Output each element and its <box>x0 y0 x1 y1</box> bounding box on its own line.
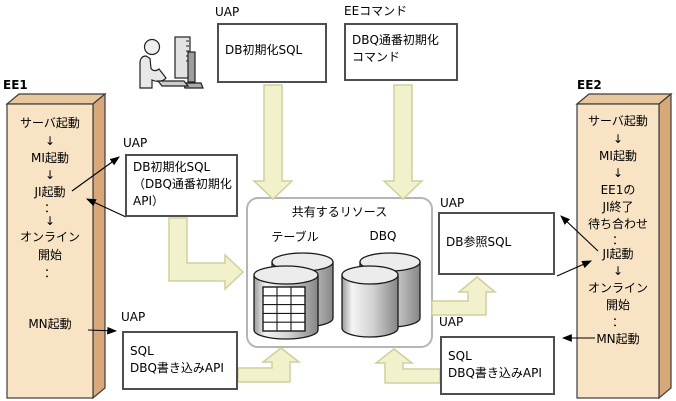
ellipsis-dots: ： <box>43 266 56 280</box>
box-line: SQL <box>448 349 472 363</box>
box-line: DBQ書き込みAPI <box>448 366 542 380</box>
box-line: SQL <box>130 344 154 358</box>
uap-box-sql-write-left: SQL DBQ書き込みAPI <box>122 331 238 390</box>
uap-box-db-ref: DB参照SQL <box>438 212 555 275</box>
shared-resources-title: 共有するリソース <box>291 205 388 219</box>
flow-arrow-dbinit-to-shared <box>252 84 294 201</box>
box-line: DBQ書き込みAPI <box>130 361 224 375</box>
down-arrow-icon: ↓ <box>44 134 56 148</box>
table-label: テーブル <box>271 230 319 244</box>
uap-label-left: UAP <box>123 136 148 150</box>
uap-label-right: UAP <box>440 196 465 210</box>
ee2-step: オンライン <box>587 281 648 295</box>
ee1-label: EE1 <box>3 78 28 92</box>
ee2-server-box <box>575 92 673 400</box>
ee-command-label: EEコマンド <box>344 4 408 18</box>
flow-arrow-sqlright-to-shared <box>373 348 441 384</box>
ee1-step: MI起動 <box>31 151 69 165</box>
ee1-server-box <box>5 92 107 400</box>
box-line: DBQ通番初期化 <box>352 33 439 47</box>
flow-arrow-sqlleft-to-shared <box>237 347 302 383</box>
ee2-label: EE2 <box>577 78 602 92</box>
ee1-step: 開始 <box>37 248 62 262</box>
ellipsis-dots: ： <box>43 201 56 215</box>
ee1-step: JI起動 <box>34 185 66 199</box>
ee2-step: 待ち合わせ <box>587 217 648 231</box>
ee2-step: EE1の <box>600 183 636 197</box>
down-arrow-icon: ↓ <box>44 214 56 228</box>
ee-command-box: DBQ通番初期化 コマンド <box>344 23 458 81</box>
arrow-uap-to-ee1-ji <box>86 198 127 218</box>
arrow-ee1-mn-to-sql <box>87 326 118 335</box>
person-at-computer-icon <box>139 36 204 89</box>
down-arrow-icon: ↓ <box>612 132 624 146</box>
down-arrow-icon: ↓ <box>612 166 624 180</box>
table-grid-icon <box>262 286 306 332</box>
uap-label-top: UAP <box>215 5 240 19</box>
flow-arrow-uapleft-to-shared <box>168 217 245 291</box>
arrow-dbref-to-ee2-ji <box>556 260 593 277</box>
dbq-label: DBQ <box>369 229 397 243</box>
box-line: API） <box>133 194 164 208</box>
ellipsis-dots: ： <box>611 233 624 247</box>
ee2-step: サーバ起動 <box>588 114 648 128</box>
arrow-ee1-ji-to-uap <box>71 156 120 192</box>
box-line: DB初期化SQL <box>133 160 211 174</box>
uap-box-db-init-top: DB初期化SQL <box>217 23 327 83</box>
ee1-step-list: サーバ起動 ↓ MI起動 ↓ JI起動 ： ↓ オンライン 開始 ： MN起動 <box>7 104 93 398</box>
dbq-database-icon <box>341 252 421 338</box>
uap-box-sql-write-right: SQL DBQ書き込みAPI <box>440 336 555 395</box>
table-database-icon <box>253 252 334 340</box>
arrow-ee2-ji-to-dbref <box>560 215 599 252</box>
uap-label-bottom-right: UAP <box>439 315 464 329</box>
ee1-step: MN起動 <box>28 317 72 331</box>
ee2-step: MN起動 <box>596 332 640 346</box>
ee2-step-list: サーバ起動 ↓ MI起動 ↓ EE1の JI終了 待ち合わせ ： JI起動 ↓ … <box>577 104 659 398</box>
ee2-step: JI起動 <box>602 247 634 261</box>
down-arrow-icon: ↓ <box>612 264 624 278</box>
ee2-step: 開始 <box>605 298 630 312</box>
box-line: DB参照SQL <box>446 235 512 249</box>
ee2-step: MI起動 <box>599 149 637 163</box>
uap-box-db-init-left: DB初期化SQL （DBQ通番初期化 API） <box>125 154 238 217</box>
flow-arrow-shared-to-dbref <box>431 276 498 316</box>
uap-label-bottom-left: UAP <box>121 310 146 324</box>
box-line: コマンド <box>352 50 401 64</box>
ee1-step: オンライン <box>19 230 80 244</box>
ee1-step: サーバ起動 <box>20 116 80 130</box>
flow-arrow-command-to-shared <box>382 84 424 201</box>
down-arrow-icon: ↓ <box>44 168 56 182</box>
ellipsis-dots: ： <box>611 315 624 329</box>
ee2-step: JI終了 <box>602 200 634 214</box>
box-line: DB初期化SQL <box>225 43 303 57</box>
box-line: （DBQ通番初期化 <box>133 177 232 191</box>
